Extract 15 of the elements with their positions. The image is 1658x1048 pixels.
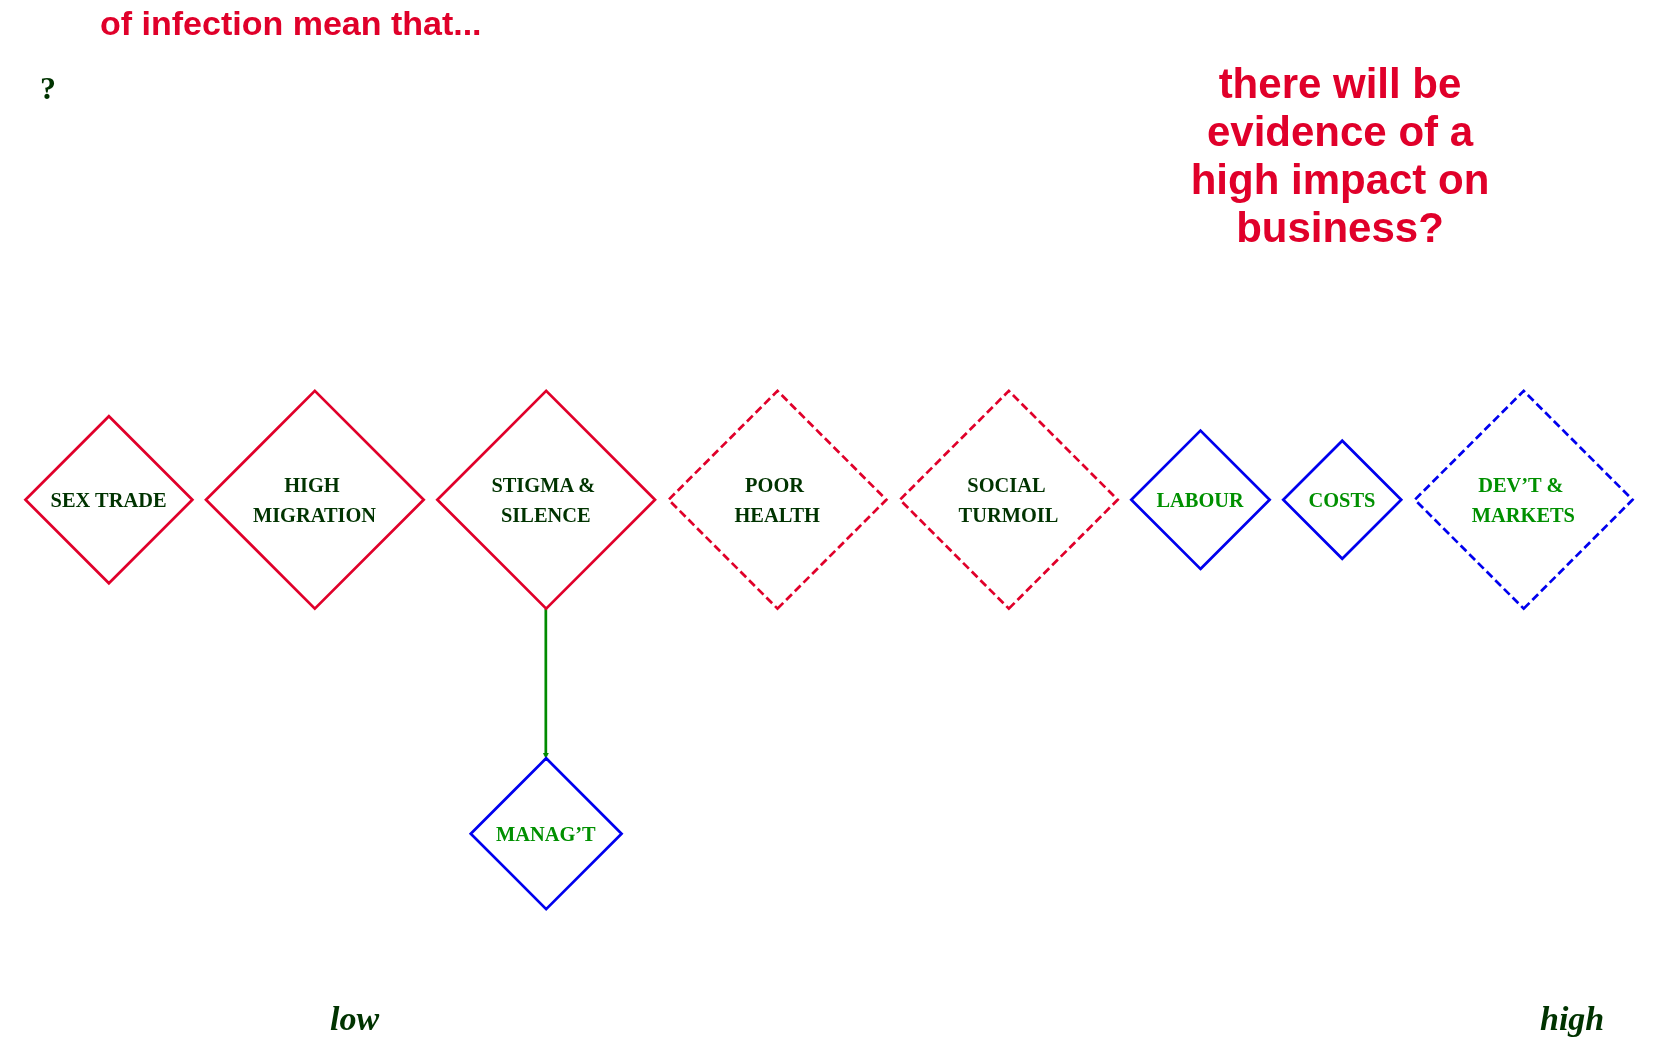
node-diamond: POOR HEALTH	[666, 388, 889, 611]
node-diamond: MANAG’T	[468, 756, 624, 912]
heading-text: of infection mean that...	[100, 4, 482, 43]
node-diamond: DEV’T & MARKETS	[1412, 388, 1635, 611]
axis-label: low	[330, 1000, 380, 1038]
node-diamond: COSTS	[1281, 438, 1404, 561]
arrow	[542, 608, 549, 759]
axis-label: high	[1540, 1000, 1605, 1038]
question-mark: ?	[40, 70, 56, 107]
node-diamond: STIGMA & SILENCE	[435, 388, 657, 611]
question-text: there will be evidence of a high impact on business?	[1189, 60, 1491, 252]
node-diamond: SOCIAL TURMOIL	[898, 388, 1120, 611]
node-diamond: LABOUR	[1129, 428, 1272, 571]
node-diamond: SEX TRADE	[23, 414, 195, 586]
node-diamond: HIGH MIGRATION	[204, 388, 426, 611]
